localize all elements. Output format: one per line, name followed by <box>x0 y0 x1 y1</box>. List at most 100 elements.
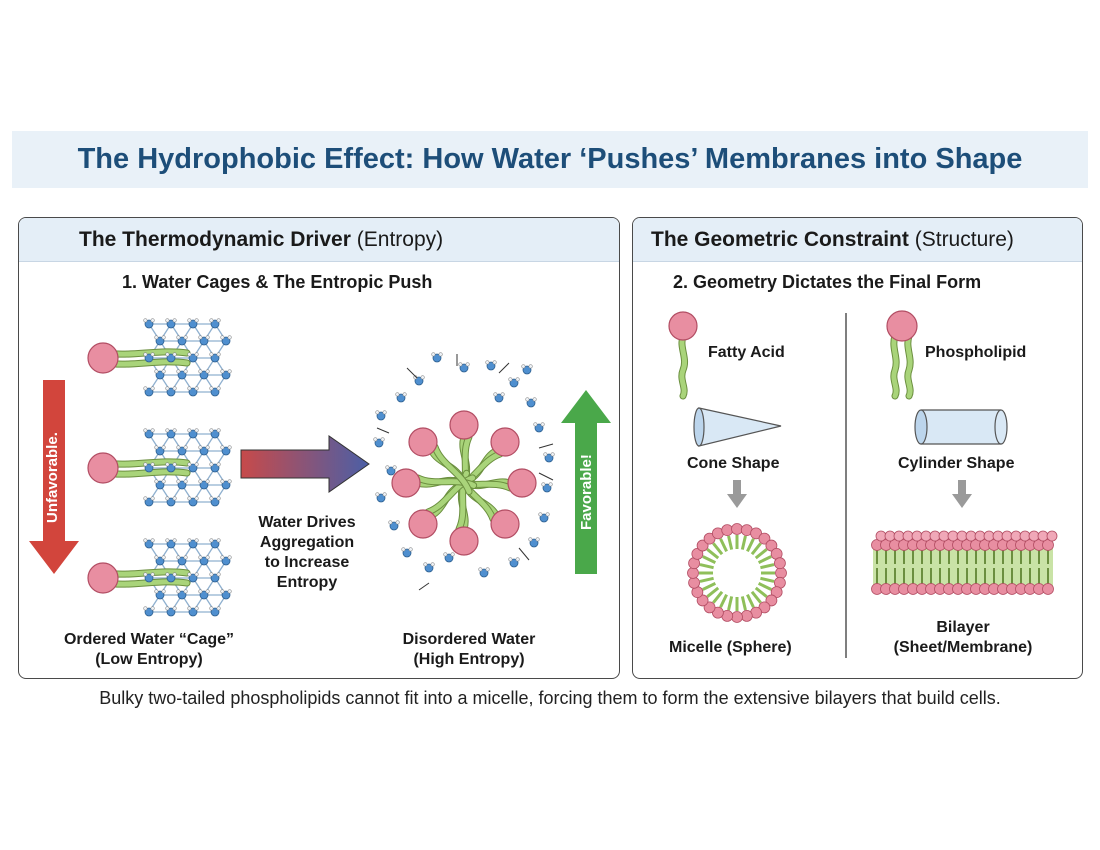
micelle-tail <box>727 596 734 611</box>
lipid-head <box>87 562 119 594</box>
water-molecule <box>165 352 177 363</box>
aggregation-arrow-shape <box>240 435 370 493</box>
water-molecule <box>401 547 413 558</box>
water-molecule <box>373 437 385 448</box>
water-molecule <box>431 352 443 363</box>
lipid-head <box>408 509 438 539</box>
micelle-head <box>758 601 771 614</box>
water-molecule <box>220 479 232 490</box>
lipid-head <box>490 509 520 539</box>
water-cage-unit <box>87 538 232 617</box>
phospholipid-label: Phospholipid <box>925 344 1027 361</box>
micelle-head <box>696 539 709 552</box>
micelle-head <box>775 567 787 579</box>
thermodynamic-title-paren: (Entropy) <box>356 228 444 251</box>
bilayer-core <box>873 545 1053 587</box>
water-molecule <box>198 369 210 380</box>
ordered-water-cage-diagram: Unfavorable. <box>29 318 232 617</box>
water-molecule <box>165 572 177 583</box>
water-molecule <box>209 428 221 439</box>
water-molecule <box>154 589 166 600</box>
water-molecule <box>154 369 166 380</box>
lipid-head <box>408 427 438 457</box>
thermodynamic-panel-title: The Thermodynamic Driver (Entropy) <box>79 228 443 252</box>
water-molecule <box>443 552 455 563</box>
cone-icon <box>693 407 782 447</box>
bilayer-head <box>956 530 968 542</box>
water-molecule <box>143 496 155 507</box>
water-molecule <box>508 377 520 388</box>
phospholipid-icon <box>886 310 918 400</box>
micelle-tail <box>702 582 717 591</box>
water-molecule <box>165 386 177 397</box>
bilayer-head <box>1019 530 1031 542</box>
water-molecule <box>176 369 188 380</box>
water-molecule <box>423 562 435 573</box>
water-molecule <box>198 589 210 600</box>
water-molecule <box>165 462 177 473</box>
water-cage-unit <box>87 318 232 397</box>
water-molecule <box>154 555 166 566</box>
bilayer-label-line-1: Bilayer <box>936 619 990 636</box>
bilayer-head <box>974 530 986 542</box>
water-molecule <box>198 555 210 566</box>
bilayer-head <box>1037 530 1049 542</box>
cylinder-down-arrow <box>952 480 972 508</box>
water-molecule <box>209 606 221 617</box>
water-molecule <box>187 606 199 617</box>
micelle-head <box>770 586 783 598</box>
water-molecule <box>187 318 199 329</box>
micelle-head <box>750 527 762 540</box>
aggregation-line-4: Entropy <box>276 574 338 591</box>
bilayer-head <box>893 530 905 542</box>
micelle-head <box>758 532 771 545</box>
micelle-head <box>688 576 701 589</box>
water-molecule <box>525 397 537 408</box>
water-molecule <box>209 386 221 397</box>
water-molecule <box>375 492 387 503</box>
water-molecule <box>143 352 155 363</box>
water-molecule <box>198 479 210 490</box>
micelle-tail <box>727 535 734 550</box>
micelle-tail <box>706 548 720 560</box>
geometric-panel-title: The Geometric Constraint (Structure) <box>651 228 1014 252</box>
water-molecule <box>143 428 155 439</box>
bilayer-diagram <box>871 530 1058 595</box>
water-molecule <box>385 465 397 476</box>
water-molecule <box>528 537 540 548</box>
aggregation-line-3: to Increase <box>264 554 350 571</box>
micelle-head <box>687 567 699 579</box>
micelle-head <box>703 532 716 545</box>
micelle-tail <box>750 590 762 604</box>
water-molecule <box>165 538 177 549</box>
water-molecule <box>395 392 407 403</box>
ordered-label-line-1: Ordered Water “Cage” <box>63 631 235 648</box>
water-molecule <box>176 479 188 490</box>
ordered-water-label: Ordered Water “Cage” (Low Entropy) <box>49 630 249 670</box>
motion-arrow <box>538 443 554 449</box>
water-molecule <box>209 352 221 363</box>
disordered-label-line-1: Disordered Water <box>402 631 536 648</box>
water-molecule <box>165 606 177 617</box>
bilayer-head <box>992 530 1004 542</box>
water-molecule <box>220 445 232 456</box>
micelle-tail <box>760 563 775 570</box>
bilayer-label-line-2: (Sheet/Membrane) <box>893 639 1033 656</box>
micelle-tail <box>757 582 772 591</box>
micelle-tail <box>746 538 755 553</box>
water-molecule <box>220 335 232 346</box>
micelle-tail <box>712 590 724 604</box>
motion-arrow <box>538 472 554 481</box>
water-molecule <box>154 335 166 346</box>
aggregation-text: Water Drives Aggregation to Increase Ent… <box>247 513 367 593</box>
micelle-head <box>773 557 786 570</box>
water-molecule <box>143 462 155 473</box>
unfavorable-arrow <box>29 380 79 574</box>
motion-arrow <box>518 547 530 561</box>
water-molecule <box>209 462 221 473</box>
micelle-head <box>703 601 716 614</box>
water-molecule <box>143 572 155 583</box>
lipid-head <box>87 452 119 484</box>
geometry-diagram <box>668 310 1058 658</box>
water-molecule <box>176 445 188 456</box>
